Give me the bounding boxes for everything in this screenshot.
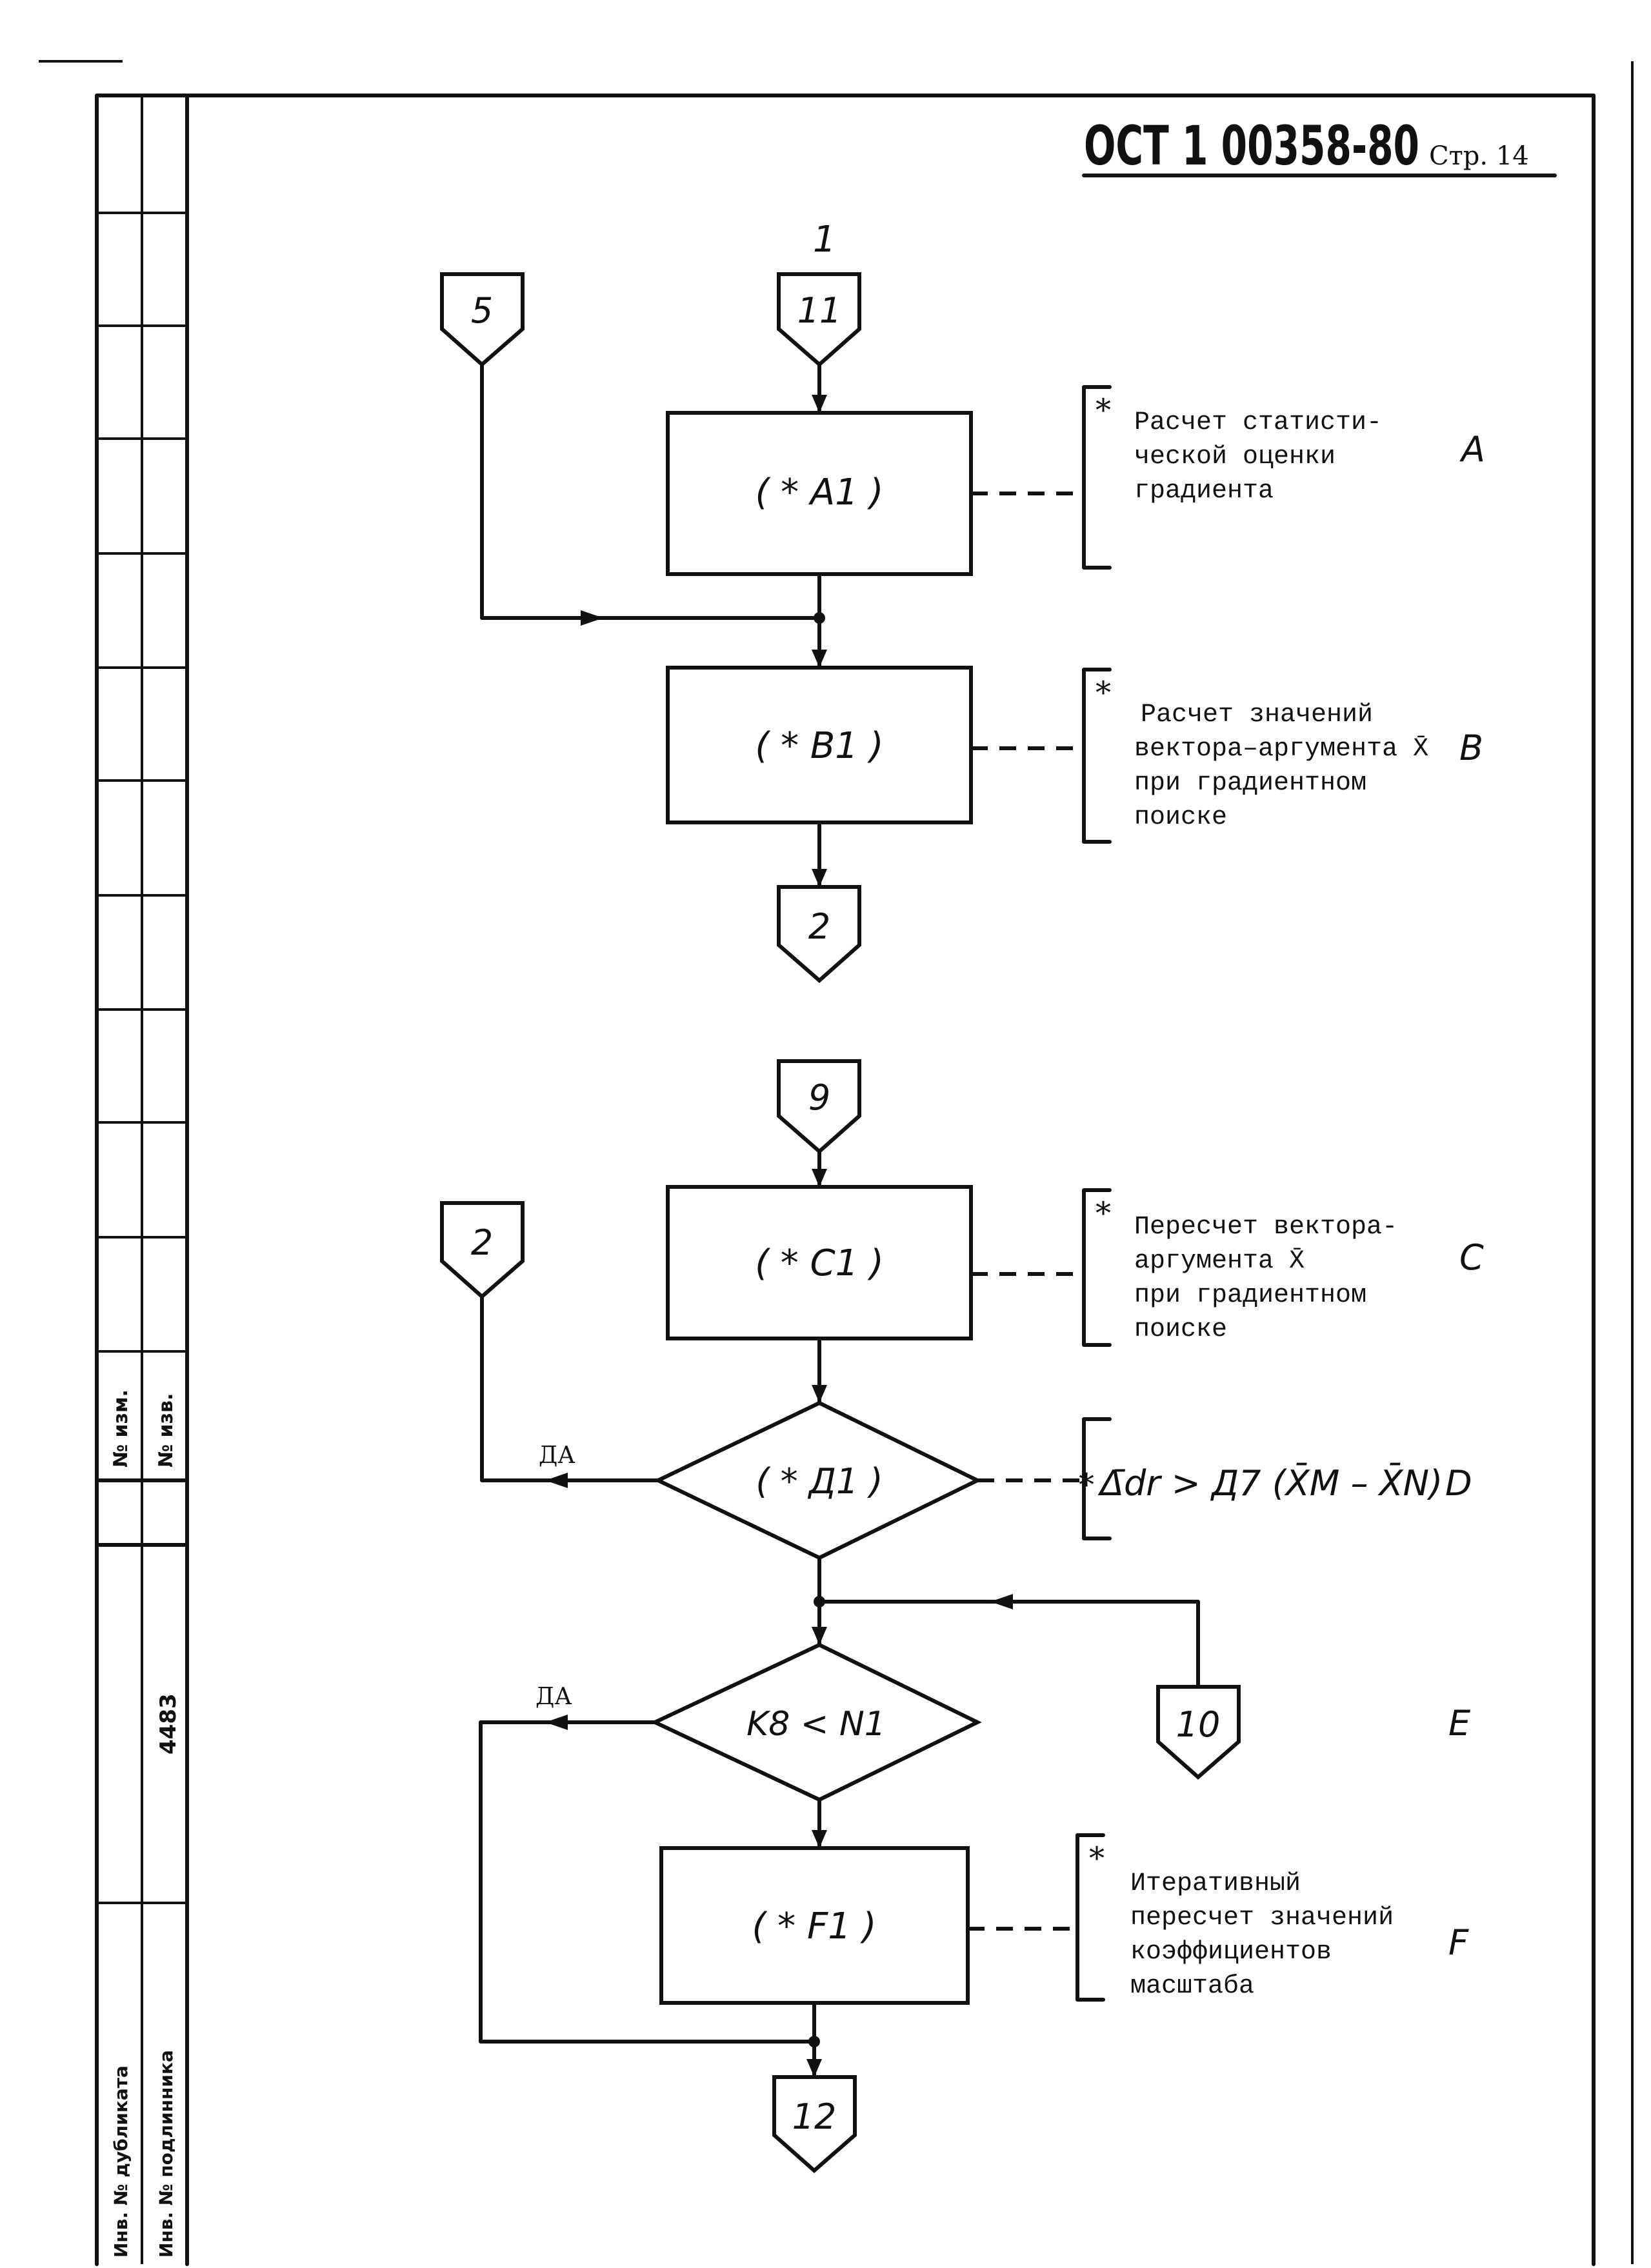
block-b1-label: ( * B1 ) <box>755 725 883 767</box>
comment-f-line-4: масштаба <box>1130 1972 1254 2001</box>
comment-b-line-4: поиске <box>1134 803 1227 832</box>
stamp-dubl: Инв. № дубликата <box>110 2065 132 2258</box>
block-f1-label: ( * F1 ) <box>752 1905 877 1947</box>
comment-a-line-3: градиента <box>1134 477 1274 506</box>
connector-10[interactable]: 10 <box>1156 1685 1241 1780</box>
block-a1-label: ( * A1 ) <box>755 472 883 513</box>
comment-a-line-1: Расчет статисти- <box>1134 408 1382 437</box>
e1-yes-label: ДА <box>535 1684 572 1710</box>
comment-c-line-1: Пересчет вектора- <box>1134 1213 1397 1242</box>
comment-a: * Расчет статисти- ческой оценки градиен… <box>971 385 1382 570</box>
connector-5[interactable]: 5 <box>440 272 525 367</box>
connector-12[interactable]: 12 <box>772 2075 857 2173</box>
stamp-izv: № изв. <box>155 1393 177 1467</box>
comment-b-star: * <box>1096 675 1111 711</box>
decision-d1-label: ( * Д1 ) <box>755 1461 883 1502</box>
row-letter-d: D <box>1445 1463 1472 1504</box>
connector-2-in-label: 2 <box>471 1222 493 1263</box>
connector-11-label: 11 <box>797 290 842 331</box>
block-c1[interactable]: ( * C1 ) <box>666 1185 973 1340</box>
decision-d1[interactable]: ( * Д1 ) <box>654 1400 982 1560</box>
comment-d-formula: Δ̄dr > Д7 (X̄M – X̄N) <box>1097 1463 1443 1504</box>
comment-d: * Δ̄dr > Д7 (X̄M – X̄N) <box>977 1417 1443 1540</box>
comment-b: * Расчет значений вектора–аргумента X̄ п… <box>971 668 1428 844</box>
row-letter-e: E <box>1448 1703 1471 1744</box>
comment-f-line-2: пересчет значений <box>1130 1904 1394 1933</box>
page-frame <box>39 60 1634 2266</box>
connector-5-label: 5 <box>471 290 493 331</box>
block-f1[interactable]: ( * F1 ) <box>659 1846 970 2005</box>
stamp-podl: Инв. № подлинника <box>155 2050 177 2258</box>
connector-2-out[interactable]: 2 <box>777 885 861 983</box>
comment-c-line-3: при градиентном <box>1134 1281 1366 1310</box>
connector-2-out-label: 2 <box>808 906 830 947</box>
connector-2-in[interactable]: 2 <box>440 1201 525 1299</box>
comment-c-line-2: аргумента X̄ <box>1134 1247 1305 1276</box>
decision-e1-label: K8 < N1 <box>746 1705 886 1744</box>
comment-c-star: * <box>1096 1195 1111 1231</box>
comment-c-line-4: поиске <box>1134 1315 1227 1344</box>
connector-9[interactable]: 9 <box>777 1059 861 1154</box>
d1-yes-label: ДА <box>539 1442 575 1469</box>
comment-f-line-3: коэффициентов <box>1130 1938 1332 1967</box>
connector-11[interactable]: 11 <box>777 272 861 367</box>
row-letter-a: A <box>1459 429 1485 470</box>
row-letter-c: C <box>1459 1237 1484 1278</box>
comment-b-line-2: вектора–аргумента X̄ <box>1134 735 1428 764</box>
connector-9-label: 9 <box>808 1077 830 1118</box>
block-a1[interactable]: ( * A1 ) <box>666 411 973 576</box>
comment-c: * Пересчет вектора- аргумента X̄ при гра… <box>971 1188 1397 1347</box>
connector-10-label: 10 <box>1176 1704 1221 1745</box>
header: ОСТ 1 00358-80 Стр. 14 <box>1082 114 1557 177</box>
flow-lines <box>479 363 1200 2079</box>
row-letter-f: F <box>1448 1922 1469 1963</box>
stamp-izm: № изм. <box>110 1389 132 1467</box>
stamp-number: 4483 <box>155 1693 181 1755</box>
page-number: Стр. 14 <box>1429 141 1529 171</box>
comment-a-line-2: ческой оценки <box>1134 443 1336 472</box>
row-letter-b: B <box>1459 728 1483 768</box>
sheet-label: 1 <box>813 219 836 261</box>
decision-e1[interactable]: K8 < N1 <box>650 1642 982 1802</box>
comment-b-line-1: Расчет значений <box>1141 701 1373 730</box>
comment-b-line-3: при градиентном <box>1134 769 1366 798</box>
comment-f: * Итеративный пересчет значений коэффици… <box>968 1833 1394 2002</box>
standard-number: ОСТ 1 00358-80 <box>1084 114 1419 177</box>
block-c1-label: ( * C1 ) <box>755 1242 884 1284</box>
block-b1[interactable]: ( * B1 ) <box>666 666 973 824</box>
comment-a-star: * <box>1096 392 1111 428</box>
connector-12-label: 12 <box>792 2096 837 2137</box>
comment-f-line-1: Итеративный <box>1130 1869 1301 1898</box>
comment-d-star: * <box>1079 1467 1094 1503</box>
comment-f-star: * <box>1089 1840 1105 1876</box>
